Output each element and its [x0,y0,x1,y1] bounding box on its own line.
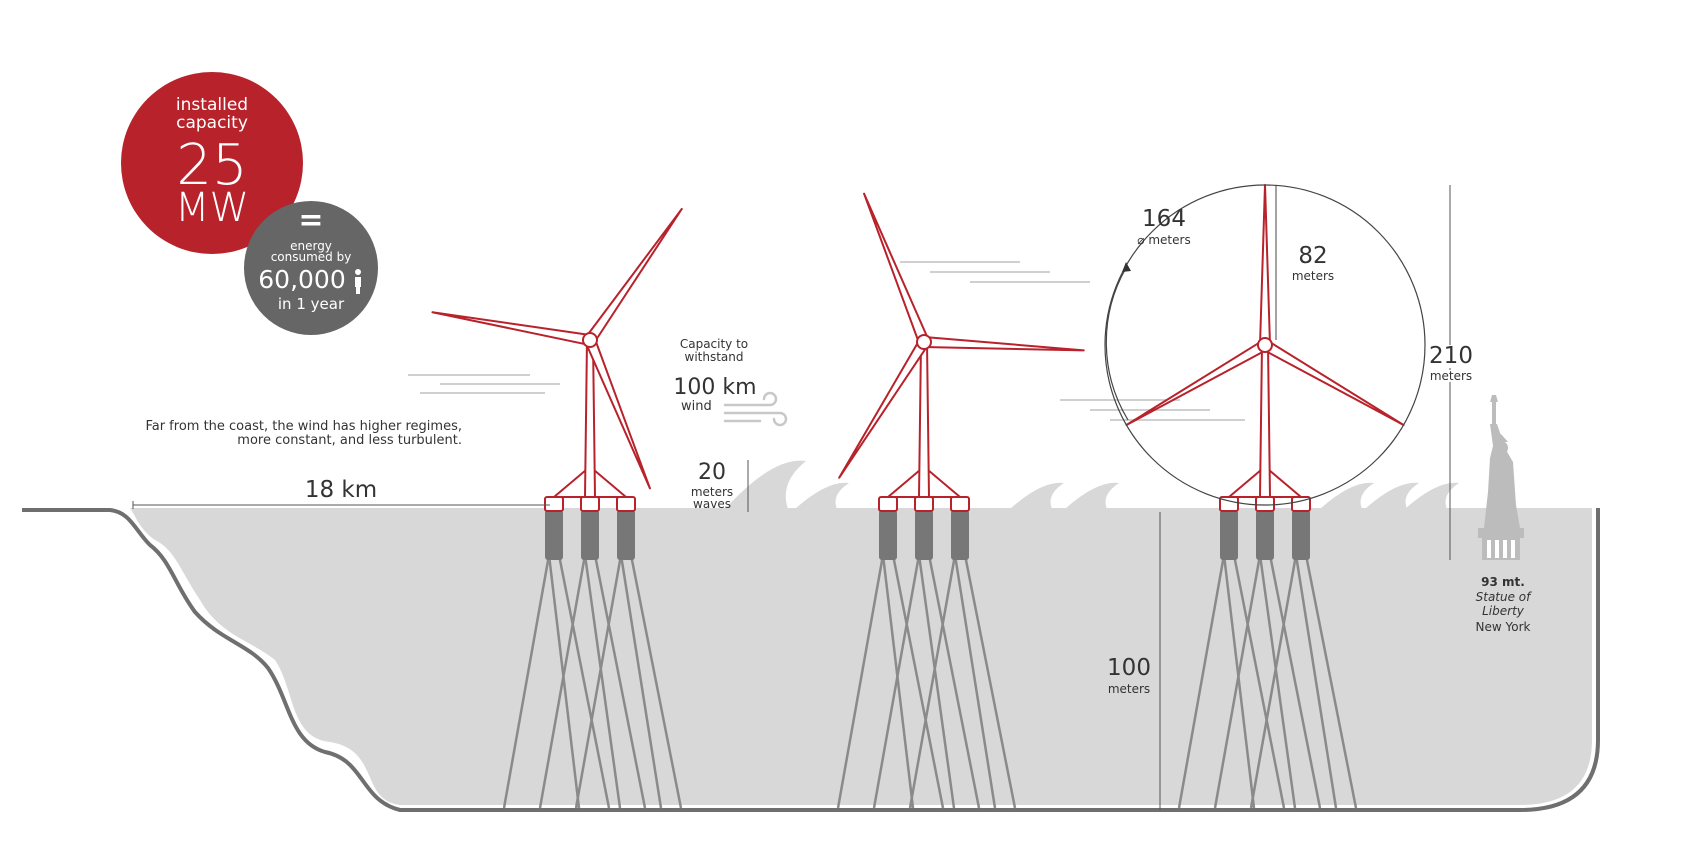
wave-crest [725,460,806,509]
blade-length-value: 82 [1298,243,1328,269]
floating-platform [878,469,970,512]
distance-value: 18 km [304,477,378,503]
wave-crest [1365,482,1419,509]
equals-sign: = [298,203,324,238]
equivalence-period: in 1 year [277,295,345,313]
float-column [545,510,563,560]
capacity-unit: MW [174,185,250,231]
sea-cross-section [130,508,1592,805]
depth-value: 100 [1107,655,1151,681]
mooring-lines [1177,554,1358,809]
equivalence-line2: consumed by [270,250,352,264]
floating-platform [1219,469,1311,512]
height-value: 210 [1427,343,1475,369]
equivalence-circle [244,201,378,335]
statue-height: 93 mt. [1481,575,1525,589]
depth-unit: meters [1107,682,1151,696]
height-unit: meters [1427,369,1475,383]
mooring-lines [836,554,1017,809]
wind-capacity-line1: Capacity to [679,337,749,351]
mooring-lines [502,554,683,809]
turbine-blade [431,311,592,346]
capacity-value: 25 [176,133,248,198]
turbine-tower [583,339,597,498]
coast-note-line1: Far from the coast, the wind has higher … [145,419,462,434]
waves-unit1: meters [690,485,734,499]
wind-turbine [431,207,683,809]
wave-crest [795,482,849,509]
statue-of-liberty-icon [1478,395,1524,560]
capacity-label-line1: installed [175,95,249,115]
wind-speed-lines [408,261,1245,421]
float-column [617,510,635,560]
coast-note-line2: more constant, and less turbulent. [237,433,462,448]
blade-length-unit: meters [1291,269,1335,283]
wave-crest [1405,482,1459,509]
float-column [915,510,933,560]
statue-pedestal-slots [1487,540,1515,558]
seabed-outline [22,508,1600,812]
rotor-diameter-unit: ⌀ meters [1137,233,1191,247]
statue-city: New York [1475,620,1531,634]
wind-turbine [836,192,1085,809]
wave-crest [1320,482,1374,509]
arrow-head-icon [1122,262,1131,272]
floating-platform [544,469,636,512]
waves-unit2: waves [693,497,731,511]
wind-turbine [1125,184,1405,809]
wind-capacity-line2: withstand [684,350,744,364]
turbine-blade [584,207,683,344]
float-column [951,510,969,560]
statue-name-line1: Statue of [1475,590,1531,604]
turbine-blade [838,338,930,479]
turbine-tower [917,341,931,498]
wind-capacity-value: 100 km [673,375,757,400]
turbine-hub [582,332,598,348]
float-column [581,510,599,560]
turbine-blade [1259,184,1271,346]
waves-icon [725,460,1459,509]
turbine-blade [1261,339,1405,426]
turbine-hub [1257,337,1273,353]
float-column [1292,510,1310,560]
capacity-label-line2: capacity [176,113,248,133]
turbine-blade [863,192,930,345]
wind-capacity-unit: wind [681,399,712,414]
turbine-tower [1258,344,1272,498]
rotor-diameter-marker [1104,184,1426,506]
wave-crest [1010,482,1064,509]
equivalence-line1: energy [290,239,332,253]
turbine-hub [916,334,932,350]
float-column [1256,510,1274,560]
person-icon [355,269,361,294]
float-column [879,510,897,560]
wind-icon [723,391,788,427]
wave-crest [1065,482,1119,509]
equivalence-value: 60,000 [258,265,346,294]
capacity-circle [121,72,303,254]
waves-value: 20 [698,460,726,485]
rotor-diameter-value: 164 [1142,206,1186,232]
turbine-blade [922,336,1085,352]
float-column [1220,510,1238,560]
statue-name-line2: Liberty [1482,604,1524,618]
turbine-blade [1125,339,1269,426]
